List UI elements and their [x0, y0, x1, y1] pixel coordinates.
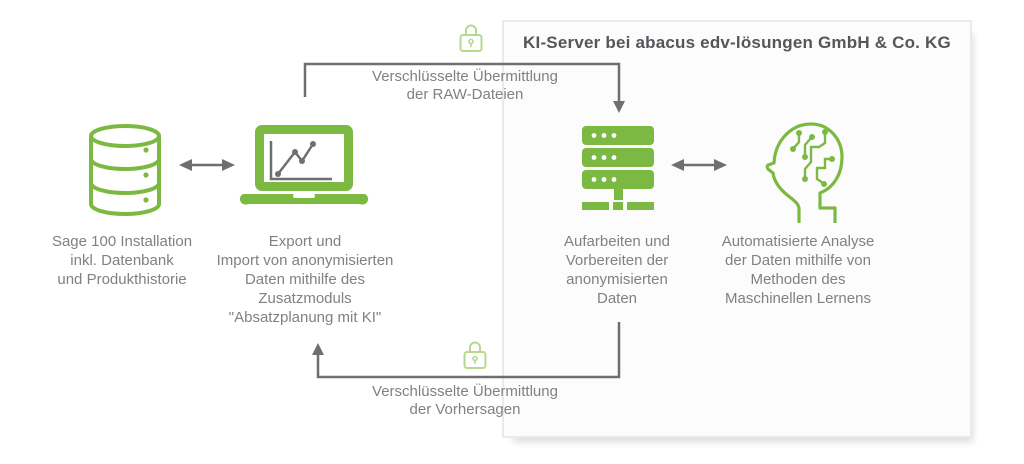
flow-label-line: Verschlüsselte Übermittlung: [372, 68, 558, 85]
encrypted-raw-transfer-label: Verschlüsselte Übermittlung der RAW-Date…: [330, 68, 600, 104]
lock-icon: [459, 24, 483, 52]
flow-label-line: der Vorhersagen: [409, 401, 521, 418]
arrow-server-head: [671, 159, 727, 171]
label-line: Methoden des: [750, 271, 846, 288]
laptop-label: Export und Import von anonymisierten Dat…: [195, 232, 415, 327]
label-line: Export und: [268, 233, 342, 250]
label-line: Daten mithilfe des: [244, 271, 366, 288]
head-label: Automatisierte Analyse der Daten mithilf…: [688, 232, 908, 308]
lock-icon: [463, 341, 487, 369]
label-line: "Absatzplanung mit KI": [228, 309, 382, 326]
label-line: Maschinellen Lernens: [725, 290, 871, 307]
label-line: Daten: [596, 290, 638, 307]
label-line: Zusatzmoduls: [258, 290, 352, 307]
server-icon: [582, 126, 654, 210]
flow-label-line: Verschlüsselte Übermittlung: [372, 383, 558, 400]
label-line: der Daten mithilfe von: [725, 252, 871, 269]
ai-head-icon: [765, 122, 844, 223]
label-line: Sage 100 Installation: [51, 233, 193, 250]
label-line: und Produkthistorie: [57, 271, 187, 288]
label-line: Vorbereiten der: [565, 252, 669, 269]
label-line: inkl. Datenbank: [70, 252, 174, 269]
label-line: Import von anonymisierten: [216, 252, 394, 269]
arrow-database-laptop: [179, 159, 235, 171]
ki-server-box: KI-Server bei abacus edv-lösungen GmbH &…: [502, 20, 972, 438]
encrypted-prediction-transfer-label: Verschlüsselte Übermittlung der Vorhersa…: [330, 383, 600, 419]
database-icon: [89, 124, 161, 216]
label-line: Aufarbeiten und: [564, 233, 670, 250]
label-line: anonymisierten: [566, 271, 668, 288]
label-line: Automatisierte Analyse: [721, 233, 875, 250]
laptop-chart-icon: [239, 125, 369, 205]
arrow-server-laptop: [312, 322, 621, 379]
ki-server-box-title: KI-Server bei abacus edv-lösungen GmbH &…: [523, 33, 951, 52]
database-label: Sage 100 Installation inkl. Datenbank un…: [22, 232, 222, 289]
arrow-laptop-server: [303, 62, 625, 113]
flow-label-line: der RAW-Dateien: [406, 86, 524, 103]
server-label: Aufarbeiten und Vorbereiten der anonymis…: [517, 232, 717, 308]
